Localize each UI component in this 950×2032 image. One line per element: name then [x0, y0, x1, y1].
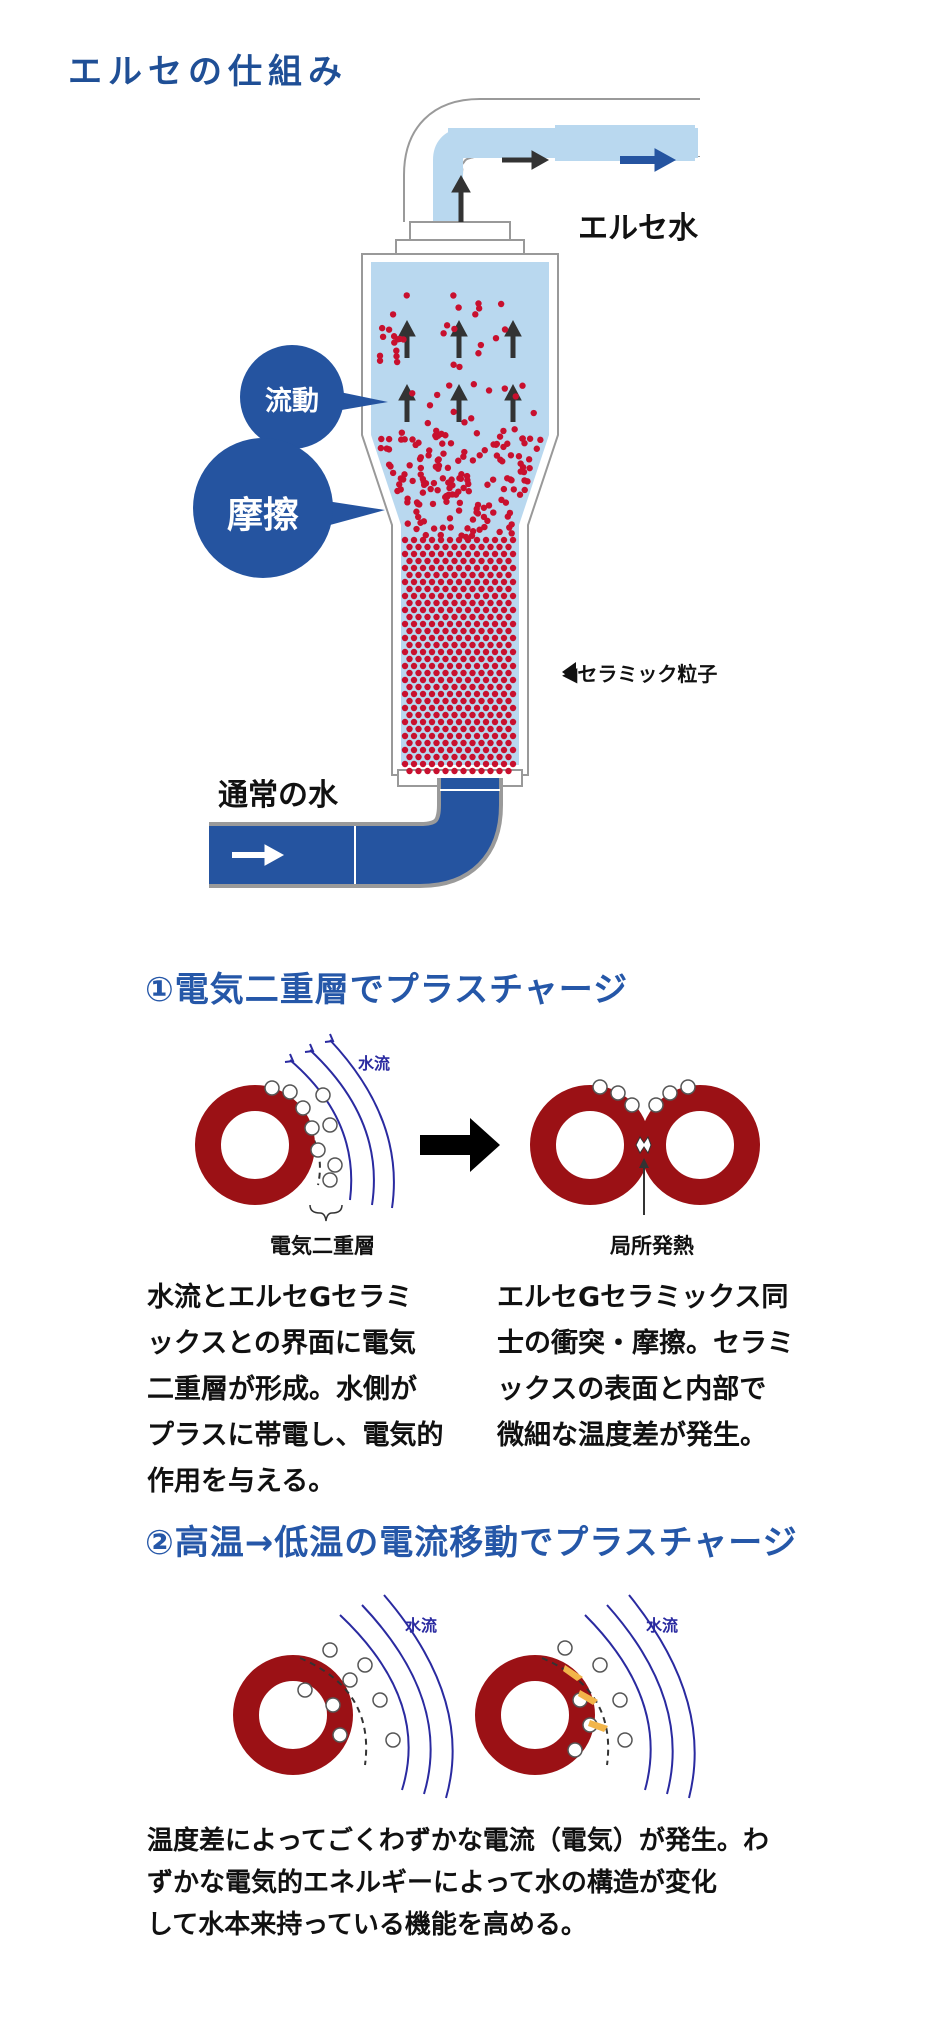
section2-flow-label-left: 水流 [405, 1616, 438, 1635]
inlet-pipe [209, 778, 503, 888]
section2-title: ②高温→低温の電流移動でプラスチャージ [145, 1523, 798, 1563]
bubble-flow-label: 流動 [265, 386, 319, 417]
outlet-pipe [403, 98, 700, 222]
flow-arrows [398, 150, 550, 422]
output-arrow-blue [620, 148, 677, 172]
bubble-friction [193, 438, 333, 578]
section1-flow-label: 水流 [358, 1054, 391, 1073]
ring-section2-right [475, 1655, 595, 1775]
input-arrow-white [232, 844, 285, 866]
ceramic-ring-right-b [640, 1085, 760, 1205]
output-label: エルセ水 [578, 211, 698, 246]
charge-symbols [264, 1080, 343, 1188]
section1-left-text: 水流とエルセGセラミ ックスとの界面に電気 二重層が形成。水側が プラスに帯電し… [147, 1282, 444, 1497]
section2-text: 温度差によってごくわずかな電流（電気）が発生。わ ずかな電気的エネルギーによって… [147, 1826, 769, 1940]
section1-title: ①電気二重層でプラスチャージ [145, 970, 629, 1010]
ceramic-ring-left [195, 1085, 315, 1205]
section2-flow-label-right: 水流 [646, 1616, 679, 1635]
particle-label: ◀セラミック粒子 [562, 662, 718, 686]
current-arrows [563, 1665, 608, 1732]
bubble-friction-label: 摩擦 [226, 495, 299, 536]
transition-arrow [420, 1118, 500, 1172]
page-title: エルセの仕組み [68, 52, 348, 92]
bubble-flow [240, 345, 344, 449]
section1-right-caption: 局所発熱 [610, 1234, 694, 1258]
ring-section2-left [233, 1655, 353, 1775]
input-label: 通常の水 [218, 778, 338, 813]
section1-left-caption: 電気二重層 [270, 1234, 375, 1258]
ceramic-particles [376, 292, 544, 775]
section1-right-text: エルセGセラミックス同 士の衝突・摩擦。セラミ ックスの表面と内部で 微細な温度… [497, 1282, 794, 1451]
